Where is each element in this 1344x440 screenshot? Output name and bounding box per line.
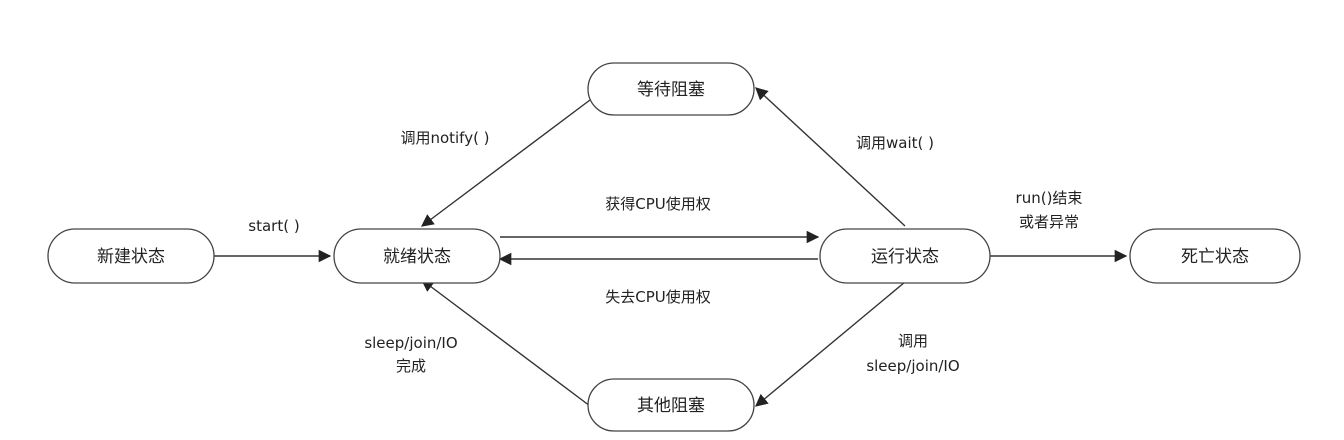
label-sleep-done-line1: sleep/join/IO: [364, 334, 457, 352]
node-new: 新建状态: [47, 228, 215, 284]
node-ready-label: 就绪状态: [383, 247, 451, 267]
node-new-label: 新建状态: [97, 247, 165, 267]
label-start: start( ): [248, 217, 299, 235]
label-run-end-line1: run()结束: [1016, 189, 1083, 207]
node-waiting: 等待阻塞: [587, 62, 755, 116]
edge-waiting-to-ready: [420, 99, 591, 227]
edge-other-blocked-to-ready: [420, 279, 591, 407]
node-running: 运行状态: [819, 228, 991, 284]
node-running-label: 运行状态: [871, 247, 939, 267]
node-other-blocked-label: 其他阻塞: [637, 396, 705, 416]
edge-running-to-waiting: [755, 87, 906, 227]
label-notify: 调用notify( ): [400, 129, 489, 147]
node-dead-label: 死亡状态: [1181, 247, 1249, 267]
label-run-end-line2: 或者异常: [1019, 213, 1079, 231]
edge-running-to-other-blocked: [755, 281, 906, 407]
label-call-sleep-line1: 调用: [898, 332, 928, 350]
label-gain-cpu: 获得CPU使用权: [605, 195, 711, 213]
node-dead: 死亡状态: [1129, 228, 1301, 284]
label-lose-cpu: 失去CPU使用权: [605, 288, 711, 306]
node-other-blocked: 其他阻塞: [587, 378, 755, 432]
node-ready: 就绪状态: [333, 228, 501, 284]
label-wait: 调用wait( ): [856, 134, 934, 152]
node-waiting-label: 等待阻塞: [637, 80, 705, 100]
label-call-sleep-line2: sleep/join/IO: [866, 357, 959, 375]
label-sleep-done-line2: 完成: [396, 357, 426, 375]
